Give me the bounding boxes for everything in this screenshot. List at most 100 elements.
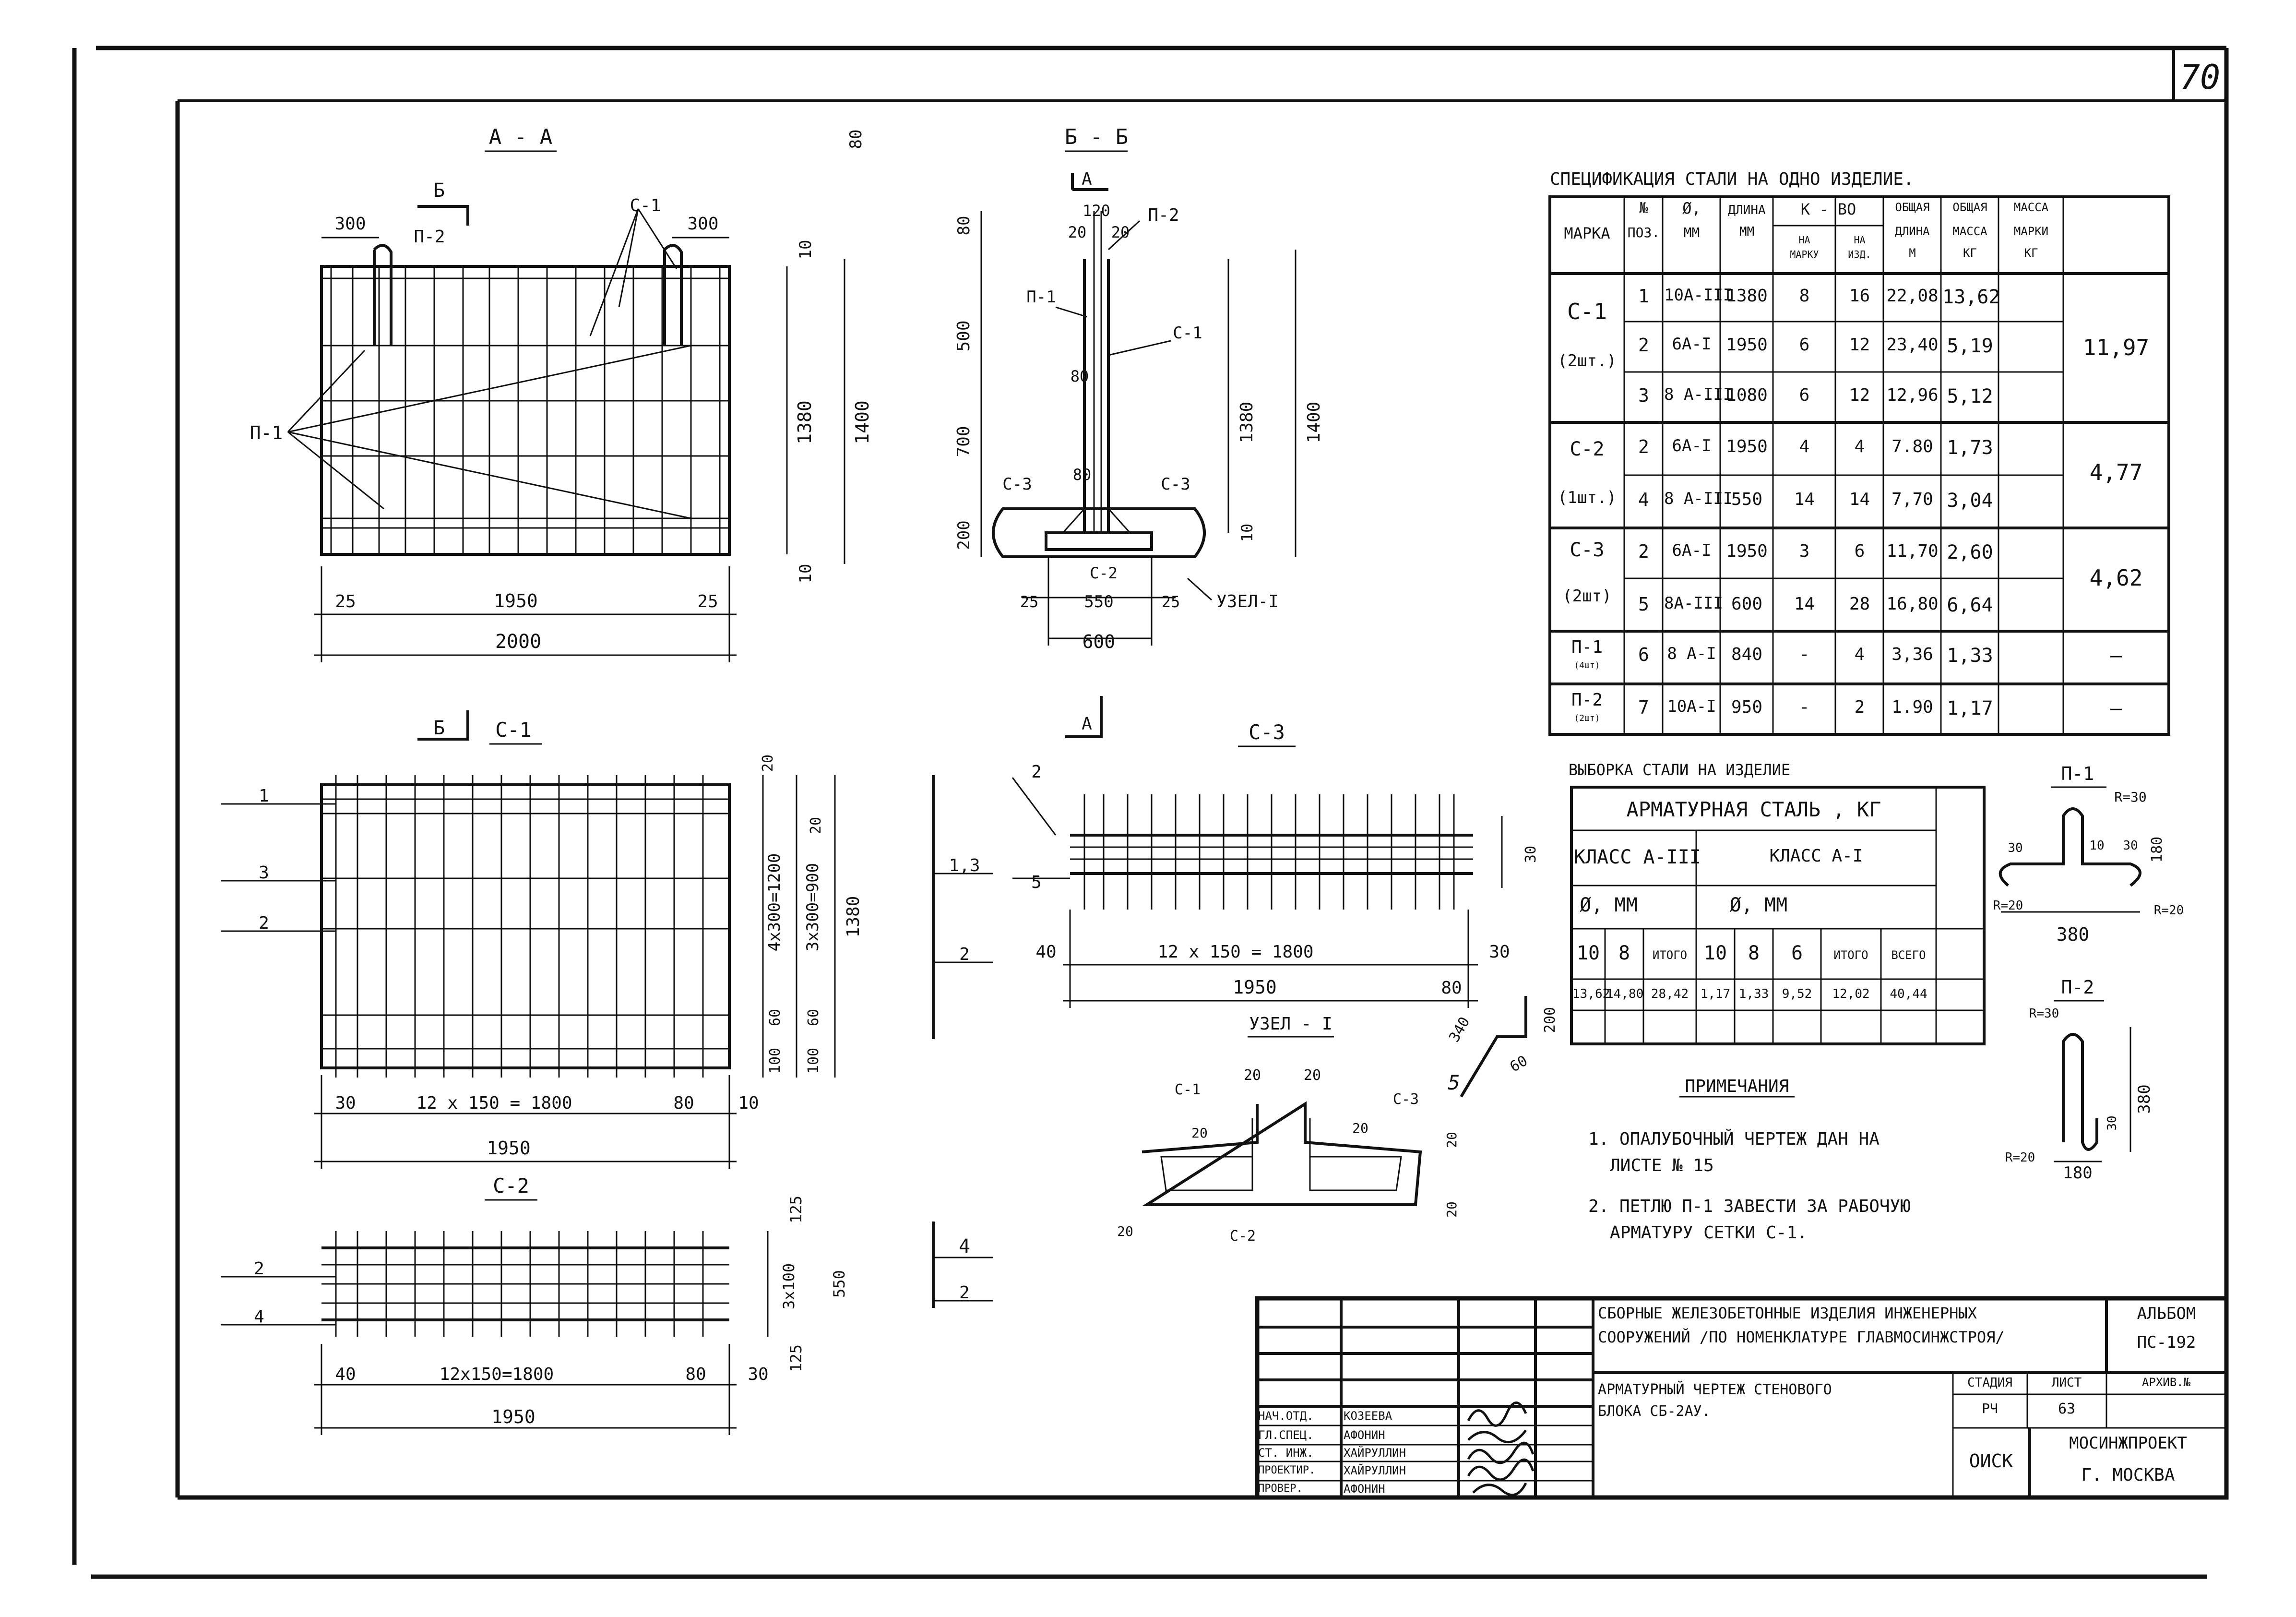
note-1a: 1. ОПАЛУБОЧНЫЙ ЧЕРТЕЖ ДАН НА (1588, 1129, 1880, 1149)
c1-title: С-1 (495, 718, 532, 742)
bb-dim-80: 80 (846, 130, 866, 149)
side-markers: 1,3 2 4 2 (932, 775, 993, 1308)
bb-label-c1: С-1 (1173, 323, 1202, 343)
bb-dim-550: 550 (1084, 592, 1113, 611)
c2-dim-125a: 125 (787, 1196, 805, 1223)
sheet-frame (72, 46, 2229, 1579)
p2-d180: 180 (2063, 1163, 2092, 1183)
p1-r30: R=30 (2114, 789, 2146, 805)
p1-d380: 380 (2057, 924, 2090, 945)
sheet-number: 70 (2180, 58, 2220, 97)
c1-pos-2: 2 (259, 913, 269, 933)
c1-dim-100a: 100 (767, 1048, 784, 1074)
section-bb: Б - Б А 80 120 20 20 П-2 П-1 С-1 80 80 С… (846, 125, 1324, 738)
c3-dim-340: 340 (1446, 1014, 1473, 1045)
bb-label-c3a: С-3 (1002, 475, 1032, 494)
bb-dim-20a: 20 (1068, 223, 1087, 241)
bb-label-node: УЗЕЛ-I (1216, 592, 1279, 611)
side-pos-4: 4 (959, 1235, 970, 1258)
p1-d30b: 30 (2123, 838, 2138, 853)
c3-dim-30: 30 (1523, 846, 1539, 863)
c1-pos-3: 3 (259, 863, 269, 883)
c3-dim-40: 40 (1035, 942, 1056, 962)
bb-dim-80c: 80 (1073, 466, 1092, 484)
p2-r20: R=20 (2005, 1150, 2035, 1165)
mesh-c2: С-2 2 4 125 3х100 550 125 40 12х150=1800… (221, 1174, 848, 1435)
c2-dim-125b: 125 (787, 1344, 805, 1372)
c2-title: С-2 (493, 1174, 529, 1198)
c3-pos-5b: 5 (1448, 1071, 1460, 1094)
bb-dim-25b: 25 (1162, 593, 1180, 611)
c3-dim-200: 200 (1542, 1007, 1558, 1033)
notes-title: ПРИМЕЧАНИЯ (1685, 1077, 1789, 1096)
bb-dim-25a: 25 (1020, 593, 1039, 611)
notes: ПРИМЕЧАНИЯ 1. ОПАЛУБОЧНЫЙ ЧЕРТЕЖ ДАН НА … (1588, 1077, 1911, 1243)
aa-label-p1: П-1 (250, 422, 283, 443)
node-dim-20b: 20 (1304, 1067, 1321, 1084)
c1-dim-4x300: 4х300=1200 (765, 853, 784, 952)
node-title: УЗЕЛ - I (1249, 1014, 1332, 1034)
bb-dim-80b: 80 (1071, 367, 1089, 385)
bb-label-p1: П-1 (1026, 287, 1056, 307)
section-mark-b-top: Б (433, 180, 445, 202)
side-pos-2: 2 (959, 945, 970, 964)
p1-r20b: R=20 (2154, 903, 2184, 918)
aa-dim-25b: 25 (697, 592, 718, 611)
aa-label-c1: С-1 (630, 196, 661, 216)
node-label-c3: С-3 (1393, 1091, 1419, 1108)
c1-dim-12x150: 12 х 150 = 1800 (416, 1093, 572, 1113)
side-pos-2b: 2 (959, 1283, 970, 1303)
section-mark-a-top: А (1082, 169, 1092, 189)
loop-p2: П-2 R=30 30 380 R=20 180 (2005, 977, 2154, 1183)
c2-dim-12x150: 12х150=1800 (440, 1365, 554, 1384)
c3-dim-80: 80 (1441, 978, 1462, 998)
p1-title: П-1 (2061, 763, 2094, 784)
c2-pos-2: 2 (254, 1259, 264, 1279)
note-1b: ЛИСТЕ № 15 (1610, 1156, 1714, 1175)
p1-d30a: 30 (2008, 841, 2022, 855)
bb-dim-1400: 1400 (1304, 402, 1324, 443)
node-label-c1: С-1 (1175, 1081, 1201, 1098)
bb-label-c2: С-2 (1090, 564, 1118, 582)
section-aa-title: А - А (489, 125, 552, 149)
c2-dim-1950: 1950 (491, 1406, 535, 1427)
aa-dim-10b: 10 (796, 564, 815, 584)
c1-dim-100b: 100 (805, 1048, 822, 1074)
c3-dim-30b: 30 (1489, 942, 1510, 962)
node-dim-20a: 20 (1244, 1067, 1261, 1084)
c1-dim-30: 30 (335, 1093, 356, 1113)
mesh-c3: С-3 2 5 30 40 12 х 150 = 1800 1950 80 30… (1011, 720, 1558, 1098)
c1-dim-80: 80 (673, 1093, 694, 1113)
c1-dim-3x300: 3х300=900 (803, 863, 822, 951)
p2-d30: 30 (2105, 1115, 2119, 1130)
c2-dim-40: 40 (335, 1365, 356, 1384)
c1-dim-20b: 20 (808, 817, 824, 834)
p2-r30: R=30 (2029, 1006, 2059, 1021)
p2-d380: 380 (2135, 1084, 2154, 1114)
c1-pos-1: 1 (259, 786, 269, 806)
bb-dim-80-left: 80 (954, 216, 974, 236)
c3-dim-1950: 1950 (1233, 977, 1277, 998)
bb-dim-600: 600 (1083, 631, 1116, 652)
p1-r20a: R=20 (1993, 898, 2023, 913)
c1-dim-60b: 60 (805, 1009, 822, 1026)
spec-table: СПЕЦИФИКАЦИЯ СТАЛИ НА ОДНО ИЗДЕЛИЕ. (1548, 169, 2170, 736)
node-1: УЗЕЛ - I С-1 20 20 С-3 20 20 20 20 20 С-… (1117, 1014, 1460, 1245)
bb-dim-500: 500 (954, 320, 974, 351)
node-dim-20d: 20 (1352, 1120, 1368, 1136)
bb-dim-120: 120 (1083, 202, 1110, 220)
c2-dim-30: 30 (748, 1365, 768, 1384)
mesh-aa-vertical (330, 266, 721, 554)
aa-dim-2000: 2000 (495, 631, 541, 653)
bb-dim-10: 10 (1238, 524, 1256, 542)
p1-d180: 180 (2149, 837, 2165, 862)
aa-dim-1950: 1950 (494, 590, 538, 611)
node-dim-20e: 20 (1444, 1132, 1460, 1148)
c1-dim-1950: 1950 (487, 1138, 531, 1159)
c1-dim-20: 20 (760, 755, 776, 772)
node-dim-20c: 20 (1191, 1125, 1208, 1141)
aa-dim-300a: 300 (334, 214, 366, 234)
c3-pos-5: 5 (1031, 873, 1042, 892)
loop-p1: П-1 R=30 30 10 30 180 R=20 R=20 380 (1993, 763, 2184, 945)
